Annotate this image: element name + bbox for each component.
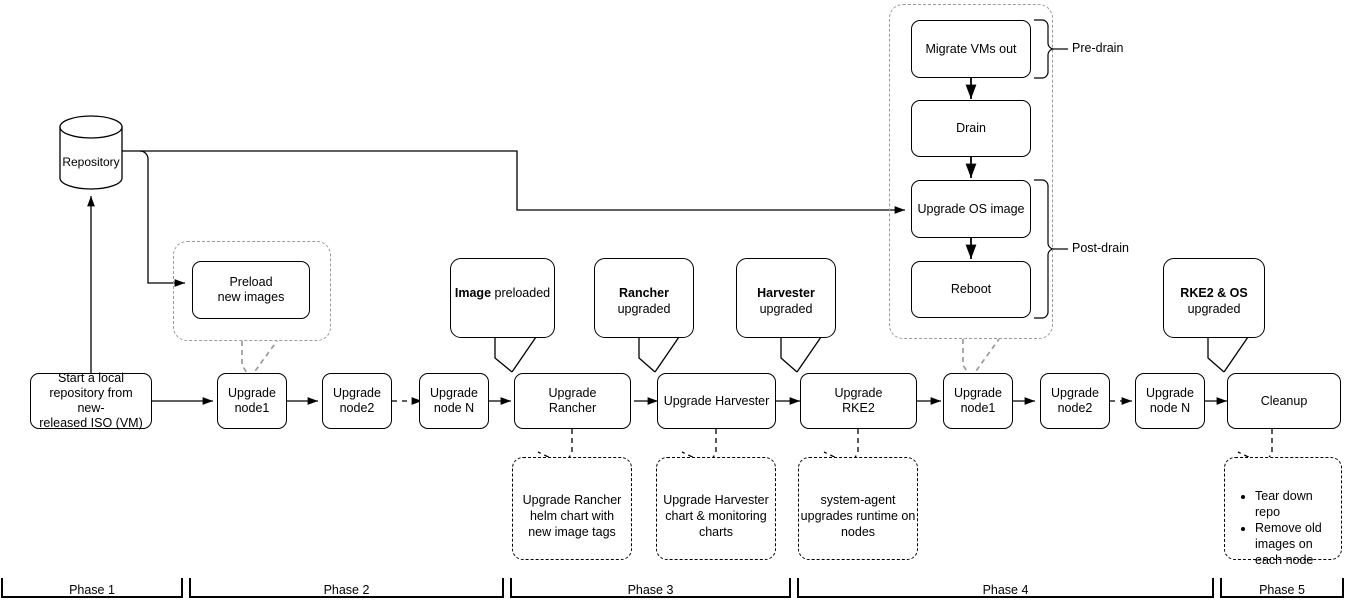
callout-harvester-upgraded-rest: upgraded — [759, 302, 813, 316]
node-upgrade-node2-phase2[interactable]: Upgrade node2 — [322, 373, 392, 429]
repository-cylinder-icon — [59, 115, 123, 190]
phase-label-5: Phase 5 — [1259, 583, 1305, 597]
callout-rancher-upgraded-rest: upgraded — [617, 302, 671, 316]
phase-label-4: Phase 4 — [982, 583, 1029, 597]
callout-harvester-upgraded: Harvester upgraded — [736, 258, 836, 338]
list-item: Tear down repo — [1255, 488, 1331, 520]
node-upgrade-harvester[interactable]: Upgrade Harvester — [657, 373, 776, 429]
note-upgrade-harvester-details: Upgrade Harvester chart & monitoring cha… — [656, 457, 776, 560]
callout-rke2-os-upgraded-strong: RKE2 & OS — [1180, 286, 1248, 300]
preload-group-box — [173, 241, 331, 341]
node-migrate-vms-out[interactable]: Migrate VMs out — [911, 20, 1031, 78]
node-start-local-repository[interactable]: Start a local repository from new- relea… — [30, 371, 152, 430]
callout-harvester-upgraded-strong: Harvester — [757, 286, 815, 300]
node-drain[interactable]: Drain — [911, 100, 1031, 157]
cleanup-bullet-list: Tear down repo Remove old images on each… — [1235, 488, 1331, 568]
note-cleanup-details: Tear down repo Remove old images on each… — [1224, 457, 1342, 567]
phase-label-1: Phase 1 — [69, 583, 115, 597]
brace-label-pre-drain: Pre-drain — [1072, 41, 1124, 55]
node-upgrade-rancher[interactable]: Upgrade Rancher — [514, 373, 631, 429]
callout-rancher-upgraded: Rancher upgraded — [594, 258, 694, 338]
note-upgrade-rke2-details: system-agent upgrades runtime on nodes — [798, 457, 918, 560]
drain-group-box — [889, 4, 1053, 339]
node-upgrade-nodeN-phase4[interactable]: Upgrade node N — [1135, 373, 1205, 429]
node-upgrade-node1-phase4[interactable]: Upgrade node1 — [943, 373, 1013, 429]
brace-label-post-drain: Post-drain — [1072, 241, 1129, 255]
callout-rancher-upgraded-strong: Rancher — [618, 286, 669, 300]
callout-rke2-os-upgraded: RKE2 & OS upgraded — [1163, 258, 1265, 338]
node-upgrade-node2-phase4[interactable]: Upgrade node2 — [1040, 373, 1110, 429]
callout-rke2-os-upgraded-rest: upgraded — [1187, 302, 1241, 316]
node-upgrade-os-image[interactable]: Upgrade OS image — [911, 180, 1031, 238]
node-cleanup[interactable]: Cleanup — [1227, 373, 1341, 429]
node-upgrade-node1-phase2[interactable]: Upgrade node1 — [217, 373, 287, 429]
callout-image-preloaded-rest: preloaded — [491, 286, 551, 300]
node-preload-new-images[interactable]: Preload new images — [192, 261, 310, 319]
list-item: Remove old images on each node — [1255, 520, 1331, 568]
node-upgrade-rke2[interactable]: Upgrade RKE2 — [800, 373, 917, 429]
callout-image-preloaded-strong: Image — [454, 286, 492, 300]
phase-label-2: Phase 2 — [323, 583, 370, 597]
node-upgrade-nodeN-phase2[interactable]: Upgrade node N — [419, 373, 489, 429]
node-reboot[interactable]: Reboot — [911, 261, 1031, 318]
note-upgrade-rancher-details: Upgrade Rancher helm chart with new imag… — [512, 457, 632, 560]
phase-label-3: Phase 3 — [627, 583, 674, 597]
repository-label: Repository — [62, 155, 120, 169]
callout-image-preloaded: Image preloaded — [450, 258, 555, 338]
